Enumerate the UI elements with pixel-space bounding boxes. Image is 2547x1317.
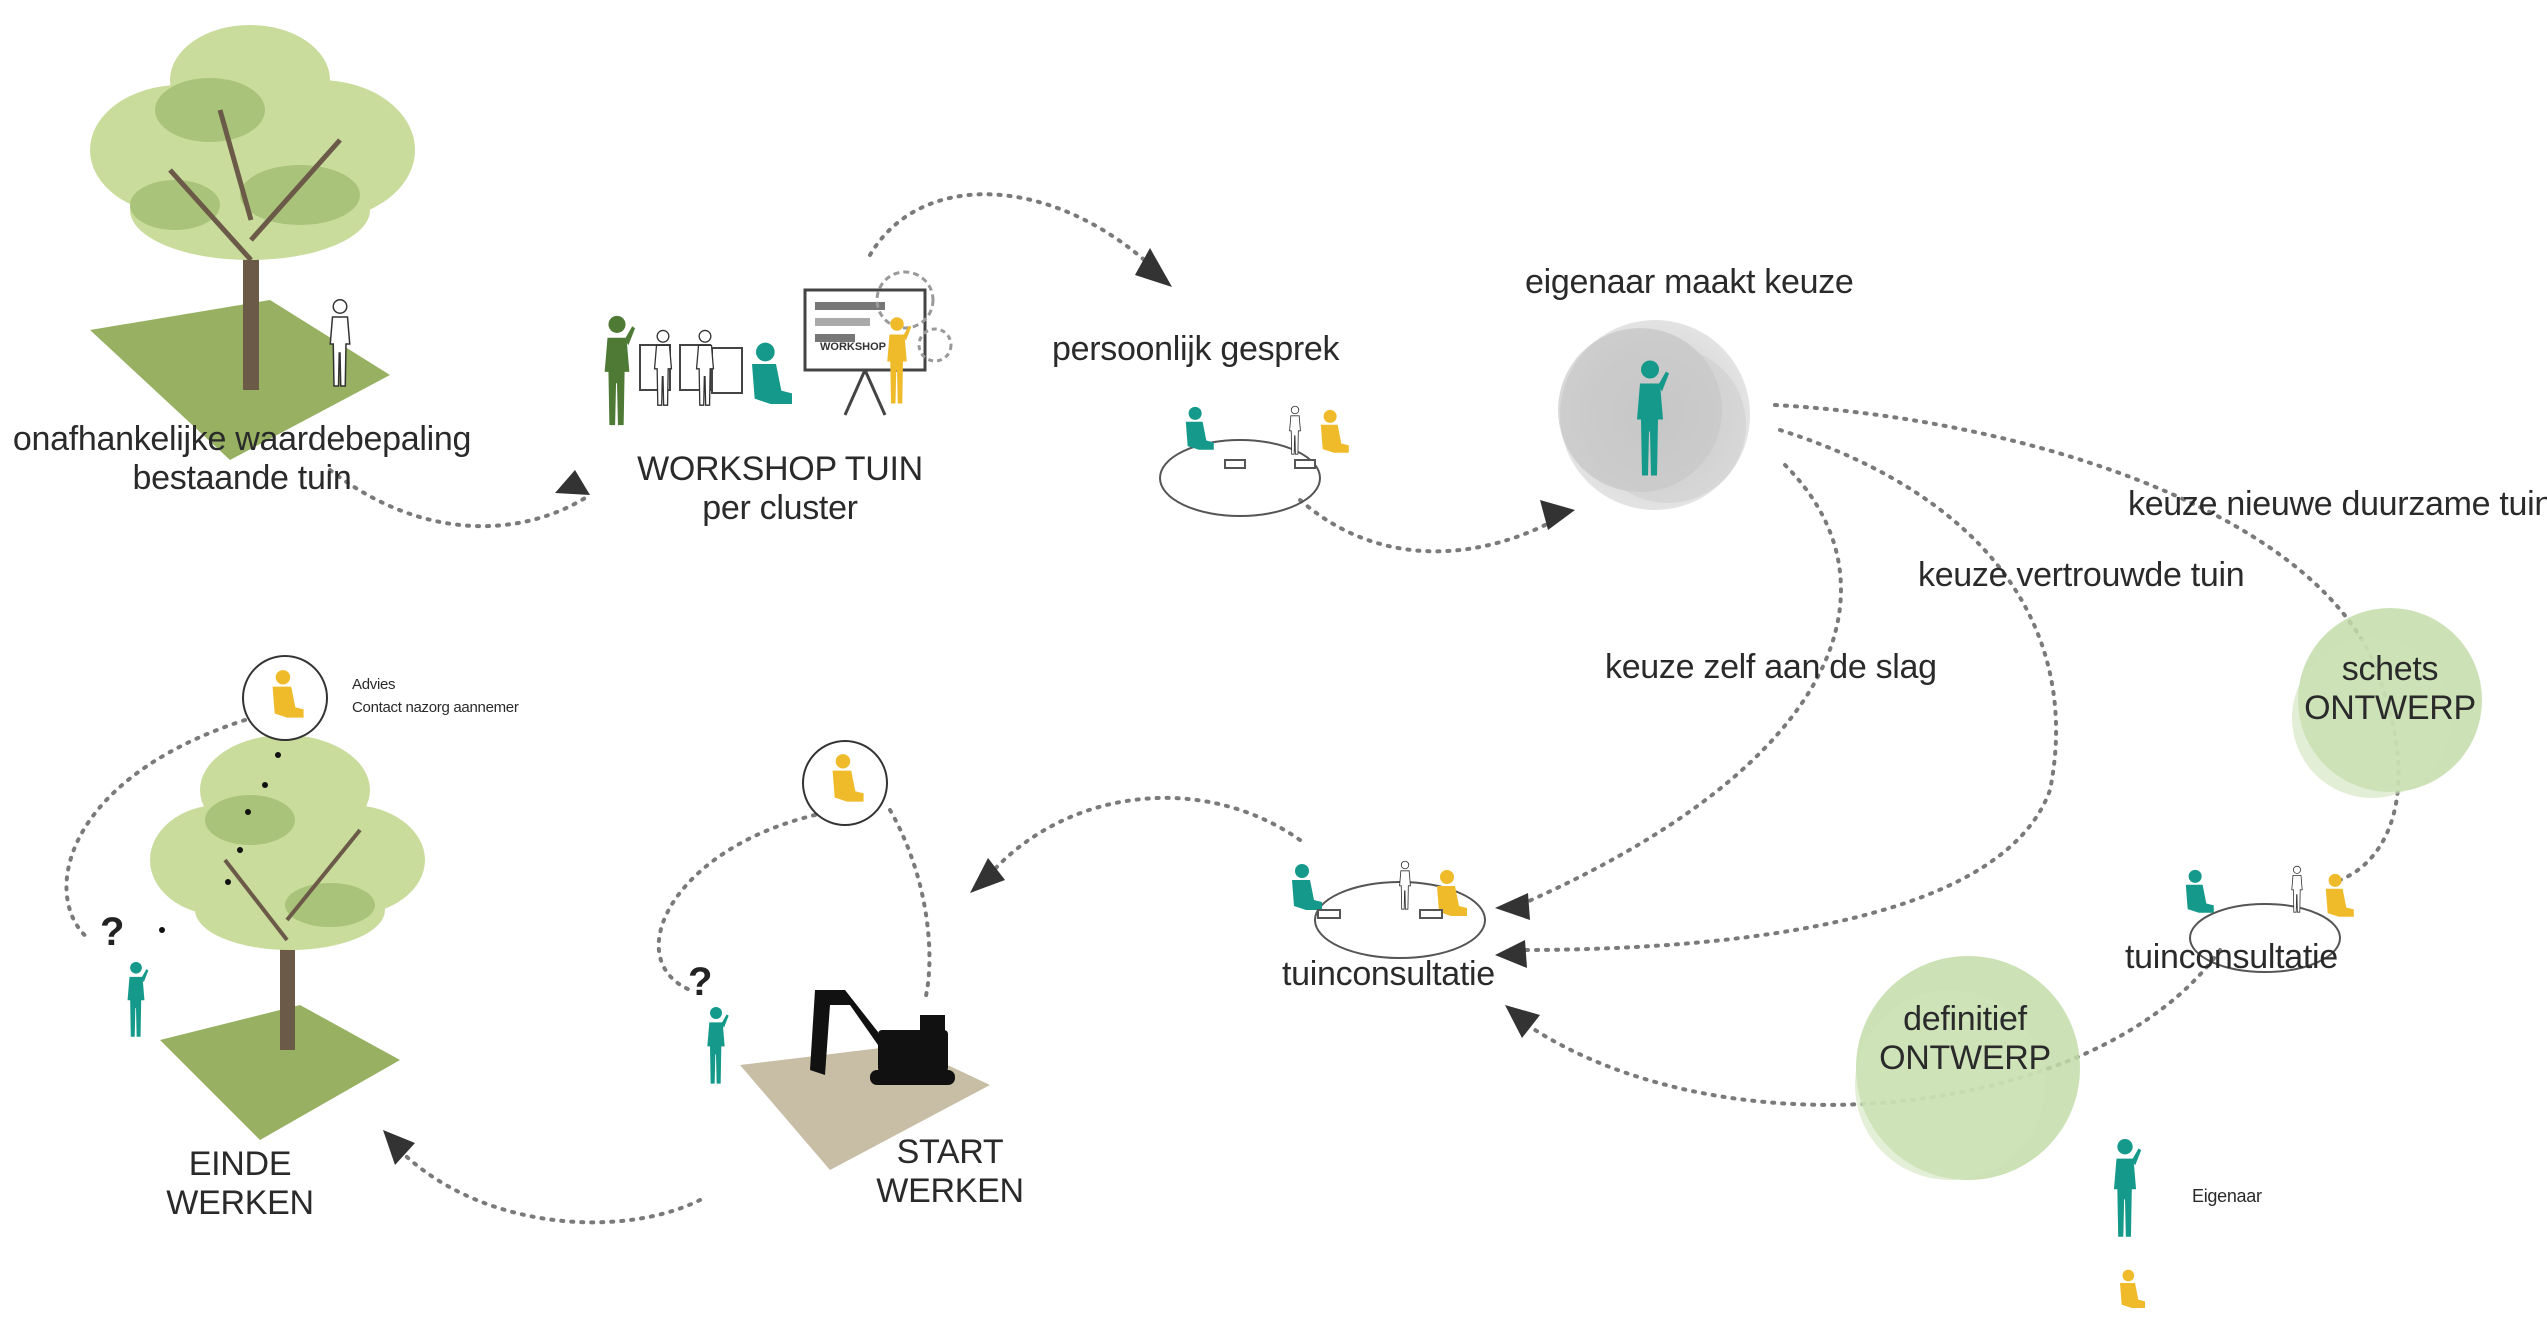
arrow-workshop-to-gesprek (868, 192, 1152, 267)
label-advice: Advies Contact nazorg aannemer (352, 676, 519, 717)
workshop-participant-outline-icon (653, 329, 673, 406)
personal-talk-scene (1159, 405, 1349, 517)
garden-consult-right-scene (2185, 865, 2354, 973)
label-final-design: definitief ONTWERP (1855, 1000, 2075, 1078)
consult-right-advisor-outline-icon (2291, 865, 2303, 913)
arrowhead-4 (1495, 893, 1530, 920)
label-final-design-line2: ONTWERP (1879, 1039, 2051, 1078)
arrow-keuze-diy (1518, 463, 1843, 907)
label-independent-valuation: onafhankelijke waardebepaling bestaande … (12, 420, 472, 498)
start-works-scene (707, 990, 990, 1170)
arrowhead-8 (383, 1130, 415, 1165)
label-end-works-line2: WERKEN (166, 1184, 314, 1223)
label-sketch-design: schets ONTWERP (2290, 650, 2490, 728)
label-workshop-line2: per cluster (702, 489, 858, 528)
lawn-1 (90, 300, 390, 460)
label-independent-valuation-line2: bestaande tuin (132, 459, 352, 498)
tree-end-works (127, 735, 425, 1140)
lawn-2 (160, 1005, 400, 1140)
talk-contractor-icon (1320, 409, 1349, 453)
label-advice-line1: Advies (352, 676, 396, 693)
consult-right-contractor-icon (2325, 873, 2354, 917)
consult-owner-icon (1292, 864, 1322, 910)
label-sketch-design-line2: ONTWERP (2304, 689, 2476, 728)
talk-owner-icon (1185, 406, 1214, 450)
arrowhead-6 (1505, 1005, 1540, 1038)
arrowhead-1 (555, 470, 590, 495)
arrow-start-to-end (388, 1138, 702, 1225)
label-advice-line2: Contact nazorg aannemer (352, 699, 519, 717)
arrow-consult-to-start (983, 795, 1302, 882)
helpdesk-circle-middle (802, 740, 888, 826)
arrow-valuation-to-workshop (328, 468, 592, 529)
legend-owner-icon (2113, 1139, 2142, 1237)
arrowhead-2 (1135, 248, 1172, 287)
talk-advisor-outline-icon (1289, 405, 1301, 455)
label-end-works: EINDE WERKEN (150, 1145, 330, 1223)
workshop-participant-outline-icon-2 (695, 329, 715, 406)
arrowhead-3 (1540, 500, 1575, 530)
label-sketch-design-line1: schets (2341, 650, 2439, 688)
arrow-keuze-new-garden (1773, 403, 2401, 882)
label-garden-consult-left: tuinconsultatie (1282, 955, 1495, 993)
consult-right-owner-icon (2185, 869, 2214, 913)
legend (2113, 1139, 2145, 1308)
label-garden-consult-right: tuinconsultatie (2125, 938, 2338, 976)
label-workshop: WORKSHOP TUIN per cluster (620, 450, 940, 528)
label-choice-diy: keuze zelf aan de slag (1605, 648, 1937, 686)
label-start-works: START WERKEN (870, 1133, 1030, 1211)
label-independent-valuation-line1: onafhankelijke waardebepaling (12, 420, 472, 458)
arrow-helpdesk-right (888, 808, 932, 1002)
label-owner-choice: eigenaar maakt keuze (1525, 263, 1854, 301)
arrow-heads (383, 248, 1575, 1165)
workshop-participant-green-icon (604, 315, 636, 426)
owner-choice-circle (1558, 320, 1750, 510)
question-mark-end: ? (100, 910, 125, 954)
tree-existing-garden (90, 25, 415, 460)
label-workshop-line1: WORKSHOP TUIN (637, 450, 923, 488)
arrow-consult-back (1518, 948, 2222, 1107)
svg-text:WORKSHOP: WORKSHOP (820, 341, 886, 353)
label-personal-talk: persoonlijk gesprek (1052, 330, 1340, 368)
sketch-design-circle (2292, 608, 2482, 798)
label-start-works-line1: START (896, 1133, 1004, 1171)
workshop-scene: WORKSHOP (604, 270, 953, 426)
arrowhead-5 (1495, 940, 1527, 968)
legend-contractor-icon (2120, 1269, 2145, 1308)
arrow-advice-left (64, 718, 247, 942)
label-start-works-line2: WERKEN (876, 1172, 1024, 1211)
flow-arrows (64, 192, 2401, 1225)
workshop-board: WORKSHOP (803, 270, 953, 416)
arrow-helpdesk-left (656, 813, 817, 992)
label-end-works-line1: EINDE (188, 1145, 292, 1183)
final-design-circle (1855, 956, 2080, 1180)
end-owner-icon (127, 961, 149, 1037)
garden-consult-left-scene (1292, 860, 1486, 959)
question-mark-start: ? (688, 960, 713, 1004)
start-owner-icon (707, 1007, 729, 1084)
label-choice-familiar-garden: keuze vertrouwde tuin (1918, 556, 2245, 594)
arrow-gesprek-to-keuze (1298, 498, 1557, 554)
excavator-icon (810, 990, 955, 1085)
label-final-design-line1: definitief (1903, 1000, 2027, 1038)
legend-owner-label: Eigenaar (2192, 1186, 2262, 1206)
arrowhead-7 (970, 858, 1005, 893)
arrow-keuze-familiar (1518, 428, 2059, 952)
advice-circle (242, 655, 328, 741)
label-choice-new-garden: keuze nieuwe duurzame tuin (2128, 485, 2547, 523)
workshop-participant-teal-icon (752, 342, 792, 404)
consult-advisor-outline-icon (1399, 860, 1411, 910)
